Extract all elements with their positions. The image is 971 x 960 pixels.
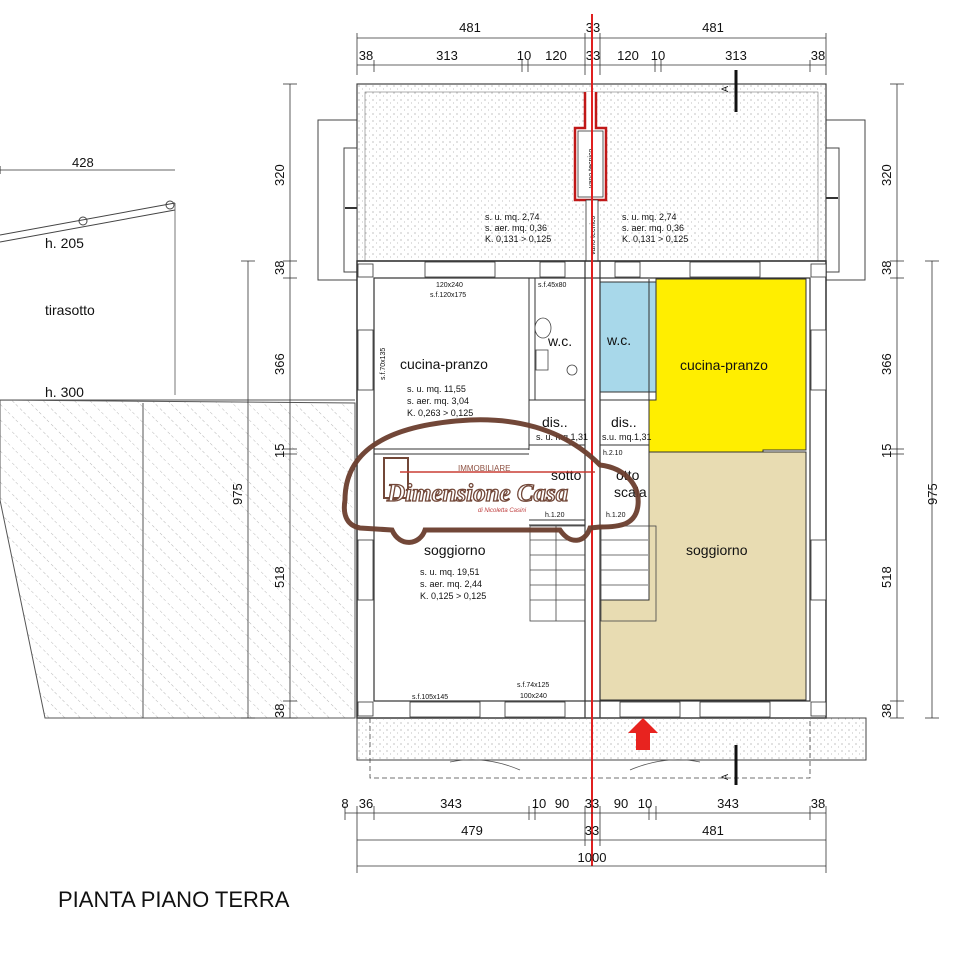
dim-bottom1-labels: 8 36 343 10 90 33 90 10 343 38 <box>341 796 825 811</box>
door-size: 100x240 <box>520 693 547 700</box>
watermark-logo: IMMOBILIARE Dimensione Casa di Nicoletta… <box>341 417 641 545</box>
left-wc-fixtures <box>534 317 578 376</box>
dim-right-5: 38 <box>879 704 894 718</box>
dim-left-0: 320 <box>272 164 287 186</box>
dim-bottom2-mid: 33 <box>585 823 599 838</box>
dim-top2-7: 313 <box>725 48 747 63</box>
dim-bottom3: 1000 <box>578 850 607 865</box>
door-sf: s.f.74x125 <box>517 682 549 689</box>
neighbour-building: 428 h. 205 tirasotto h. 300 <box>0 155 356 719</box>
watermark-top: IMMOBILIARE <box>458 464 510 473</box>
dim-bottom1-8: 343 <box>717 796 739 811</box>
opening-labels: 120x240 s.f.120x175 s.f.45x80 s.f.70x135… <box>380 282 626 701</box>
vano-tecnico-lower: vano tecnico <box>590 216 597 255</box>
plan-title: PIANTA PIANO TERRA <box>58 887 290 912</box>
porch-left-k: K. 0,131 > 0,125 <box>485 234 551 244</box>
dim-left-1: 38 <box>272 261 287 275</box>
dim-left-4: 518 <box>272 566 287 588</box>
stair-h1: h.1.20 <box>545 512 565 519</box>
left-sotto: sotto <box>551 467 582 483</box>
dim-tirasotto: 428 <box>72 155 94 170</box>
dim-left-3: 15 <box>272 444 287 458</box>
top-window: 120x240 <box>436 282 463 289</box>
bottom-dimensions <box>344 806 827 873</box>
label-h205: h. 205 <box>45 235 84 251</box>
stair-h3: h.2.10 <box>603 450 623 457</box>
dim-bottom1-5: 33 <box>585 796 599 811</box>
dim-right-4: 518 <box>879 566 894 588</box>
right-dis-su: s.u. mq.1,31 <box>602 432 652 442</box>
left-living-name: soggiorno <box>424 542 486 558</box>
porch-right-saer: s. aer. mq. 0,36 <box>622 223 684 233</box>
wc-window: s.f.45x80 <box>538 282 567 289</box>
dim-top2-2: 10 <box>517 48 531 63</box>
porch-right-su: s. u. mq. 2,74 <box>622 212 677 222</box>
section-marker-top: A <box>720 70 738 112</box>
dim-top2-0: 38 <box>359 48 373 63</box>
bottom-window-left: s.f.105x145 <box>412 694 448 701</box>
dim-bottom2-left: 479 <box>461 823 483 838</box>
dim-bottom1-2: 343 <box>440 796 462 811</box>
wall-openings <box>357 261 827 718</box>
front-porch <box>356 717 867 779</box>
dim-right-total: 975 <box>925 483 940 505</box>
left-dis-name: dis.. <box>542 414 568 430</box>
watermark-brand: Dimensione Casa <box>386 480 568 507</box>
right-dis-name: dis.. <box>611 414 637 430</box>
dim-right-1: 38 <box>879 261 894 275</box>
dim-bottom1-0: 8 <box>341 796 348 811</box>
right-scala: scala <box>614 484 647 500</box>
right-kitchen-name: cucina-pranzo <box>680 357 768 373</box>
dim-right-0: 320 <box>879 164 894 186</box>
dim-bottom1-4: 90 <box>555 796 569 811</box>
top-window-sf: s.f.120x175 <box>430 292 466 299</box>
dim-left-5: 38 <box>272 704 287 718</box>
left-kitchen-name: cucina-pranzo <box>400 356 488 372</box>
dim-bottom1-1: 36 <box>359 796 373 811</box>
left-living-k: K. 0,125 > 0,125 <box>420 591 486 601</box>
left-kitchen-saer: s. aer. mq. 3,04 <box>407 396 469 406</box>
left-wc-name: w.c. <box>547 333 572 349</box>
right-living-name: soggiorno <box>686 542 748 558</box>
section-marker-bottom: A <box>720 745 738 785</box>
porch-left-saer: s. aer. mq. 0,36 <box>485 223 547 233</box>
dim-top-right: 481 <box>702 20 724 35</box>
section-a-top: A <box>720 86 730 92</box>
dim-bottom1-9: 38 <box>811 796 825 811</box>
watermark-sub: di Nicoletta Casini <box>478 508 527 514</box>
dim-top2-1: 313 <box>436 48 458 63</box>
left-living-saer: s. aer. mq. 2,44 <box>420 579 482 589</box>
entrance-arrow-icon <box>628 718 658 750</box>
dim-top2-8: 38 <box>811 48 825 63</box>
left-dimensions <box>241 83 297 719</box>
dim-bottom2-right: 481 <box>702 823 724 838</box>
right-wc-name: w.c. <box>606 332 631 348</box>
label-h300: h. 300 <box>45 384 84 400</box>
left-kitchen-su: s. u. mq. 11,55 <box>407 384 466 394</box>
dim-top2-3: 120 <box>545 48 567 63</box>
dim-bottom1-7: 10 <box>638 796 652 811</box>
label-tirasotto: tirasotto <box>45 302 95 318</box>
dim-bottom1-6: 90 <box>614 796 628 811</box>
dim-right-3: 15 <box>879 444 894 458</box>
dim-left-total: 975 <box>230 483 245 505</box>
dim-bottom1-3: 10 <box>532 796 546 811</box>
right-dimensions <box>890 83 939 719</box>
dim-left-2: 366 <box>272 353 287 375</box>
side-window: s.f.70x135 <box>380 348 387 380</box>
dim-top-left: 481 <box>459 20 481 35</box>
dim-top2-5: 120 <box>617 48 639 63</box>
porch-right-k: K. 0,131 > 0,125 <box>622 234 688 244</box>
porch-left-su: s. u. mq. 2,74 <box>485 212 540 222</box>
dim-right-2: 366 <box>879 353 894 375</box>
dim-top2-6: 10 <box>651 48 665 63</box>
left-kitchen-k: K. 0,263 > 0,125 <box>407 408 473 418</box>
section-a-bottom: A <box>720 774 730 780</box>
left-living-su: s. u. mq. 19,51 <box>420 567 480 577</box>
stair-h2: h.1.20 <box>606 512 626 519</box>
